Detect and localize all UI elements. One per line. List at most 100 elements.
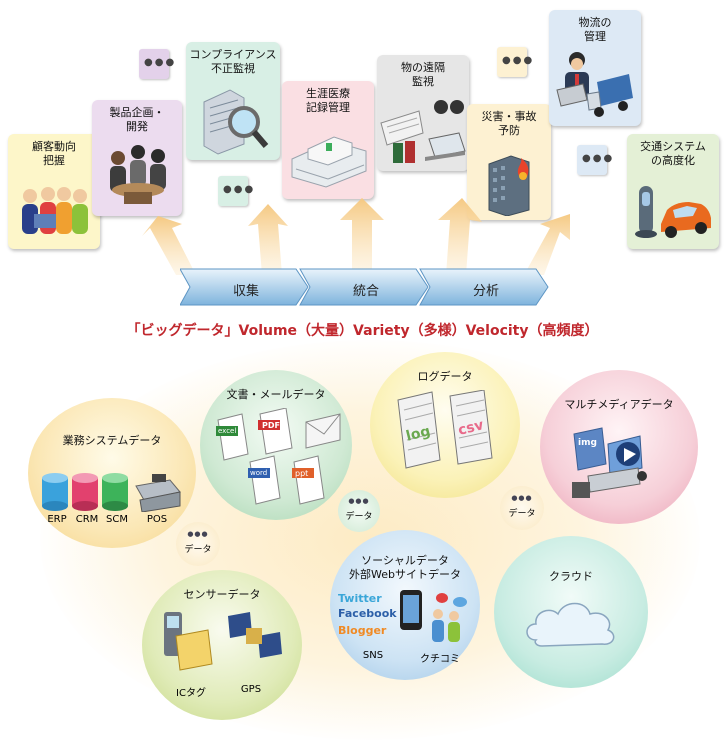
card-label: 顧客動向 把握	[32, 140, 76, 167]
service-facebook: Facebook	[338, 607, 397, 620]
more-dots-3: ●●●	[497, 47, 532, 77]
card-label: 製品企画・ 開発	[109, 106, 165, 133]
bubble-title: 文書・メールデータ	[226, 388, 326, 401]
bubble-small-data-2: ●●● データ	[338, 490, 380, 532]
ppt-label: ppt	[295, 469, 309, 478]
process-step-1	[180, 268, 309, 306]
excel-file-icon	[216, 413, 249, 461]
bubble-title: 業務システムデータ	[62, 434, 162, 447]
bubble-log-data: ログデータ log csv	[370, 352, 520, 498]
business-item-pos: POS	[146, 514, 168, 525]
bubble-title: ログデータ	[417, 370, 473, 383]
magnifier-building-icon	[203, 89, 269, 155]
bubble-small-data-3: ●●● データ	[500, 486, 544, 530]
smartphone-people-icon	[400, 590, 467, 642]
word-label: word	[250, 469, 268, 477]
process-step-label-collect: 収集	[232, 284, 259, 299]
cloud-icon	[526, 602, 615, 647]
smartphone-icon	[400, 590, 422, 630]
binoculars-laptop-icon	[380, 100, 466, 163]
arrow-up-1	[142, 216, 196, 275]
card-product-planning: 製品企画・ 開発	[92, 100, 182, 216]
people-icon	[22, 187, 88, 234]
card-label: 生涯医療 記録管理	[306, 87, 350, 114]
process-step-label-analyze: 分析	[472, 284, 499, 299]
small-data-label: データ	[508, 509, 536, 519]
video-play-icon	[607, 435, 643, 477]
card-label: コンプライアンス 不正監視	[189, 48, 277, 75]
people-chat-icon	[432, 593, 467, 642]
upward-arrows	[142, 198, 570, 275]
card-medical-records: 生涯医療 記録管理	[282, 81, 374, 199]
ppt-file-icon	[292, 455, 325, 505]
business-item-erp: ERP	[47, 514, 67, 525]
dots-glyph: ●●●	[187, 530, 209, 538]
process-step-2	[299, 268, 429, 306]
sensor-icons	[164, 612, 282, 671]
envelope-icon	[305, 413, 341, 449]
dots-glyph: ●●●	[511, 494, 533, 502]
small-data-label: データ	[345, 512, 373, 522]
card-logistics: 物流の 管理	[549, 10, 641, 126]
media-icons	[572, 427, 647, 498]
card-label: 物流の 管理	[578, 16, 612, 43]
arrow-up-3	[340, 198, 384, 275]
big-data-headline: 「ビッグデータ」Volume（大量）Variety（多様）Velocity（高頻…	[126, 323, 599, 339]
process-step-3	[419, 268, 549, 306]
arrow-up-5	[524, 214, 570, 275]
service-twitter: Twitter	[338, 592, 382, 605]
arrow-up-2	[248, 204, 288, 275]
business-item-crm: CRM	[75, 514, 99, 525]
sensor-item-ic-tag: ICタグ	[176, 688, 206, 699]
social-item-reviews: クチコミ	[420, 654, 460, 665]
social-item-sns: SNS	[362, 650, 384, 661]
small-data-label: データ	[184, 545, 212, 555]
card-traffic-systems: 交通システム の高度化	[627, 134, 719, 249]
bubble-business-systems: 業務システムデータ ERP CRM SCM POS	[28, 398, 196, 548]
card-label: 交通システム の高度化	[640, 140, 706, 167]
card-compliance: コンプライアンス 不正監視	[186, 42, 280, 160]
more-dots-1: ●●●	[139, 49, 174, 79]
burning-building-icon	[488, 155, 530, 216]
card-remote-monitoring: 物の遠隔 監視	[377, 55, 469, 171]
bubble-sensor-data: センサーデータ ICタグ GPS	[142, 570, 302, 720]
excel-label: excel	[218, 427, 237, 435]
process-step-label-integrate: 統合	[352, 284, 379, 299]
card-label: 災害・事故 予防	[481, 110, 537, 137]
arrow-up-4	[438, 198, 482, 275]
gps-satellite-icon	[228, 612, 282, 658]
more-dots-2: ●●●	[218, 176, 253, 206]
bubble-title: クラウド	[549, 570, 593, 583]
ic-tag-icon	[164, 612, 213, 671]
meeting-icon	[110, 145, 166, 204]
card-label: 物の遠隔 監視	[401, 61, 445, 88]
bubble-documents-email: 文書・メールデータ excel PDF word ppt	[200, 370, 352, 520]
truck-manager-icon	[556, 52, 633, 117]
csv-file-icon	[449, 390, 493, 465]
card-disaster-prevention: 災害・事故 予防	[467, 104, 551, 220]
log-csv-files-icon	[397, 390, 493, 469]
img-label: img	[578, 438, 597, 448]
bubble-social-data: ソーシャルデータ 外部Webサイトデータ Twitter Facebook Bl…	[330, 530, 480, 680]
card-customer-trend: 顧客動向 把握	[8, 134, 100, 249]
business-item-scm: SCM	[106, 514, 128, 525]
bubble-title: ソーシャルデータ 外部Webサイトデータ	[349, 554, 461, 581]
service-blogger: Blogger	[338, 624, 387, 637]
database-cylinders-icon	[42, 473, 181, 512]
hospital-icon	[291, 136, 367, 188]
bubble-cloud: クラウド	[494, 536, 648, 688]
car-charger-icon	[635, 186, 711, 238]
dots-glyph: ●●●	[348, 497, 370, 505]
sensor-item-gps: GPS	[240, 684, 262, 695]
security-camera-icon	[572, 467, 647, 498]
bubble-small-data-1: ●●● データ	[176, 522, 220, 566]
documents-icons	[216, 408, 341, 505]
process-bar	[180, 268, 549, 306]
bubble-title: センサーデータ	[183, 588, 261, 601]
word-file-icon	[248, 455, 281, 505]
bubble-multimedia-data: マルチメディアデータ img	[540, 370, 698, 524]
log-file-icon	[397, 391, 441, 469]
pdf-label: PDF	[262, 421, 280, 430]
bubble-title: マルチメディアデータ	[564, 398, 674, 411]
pdf-file-icon	[258, 408, 293, 455]
